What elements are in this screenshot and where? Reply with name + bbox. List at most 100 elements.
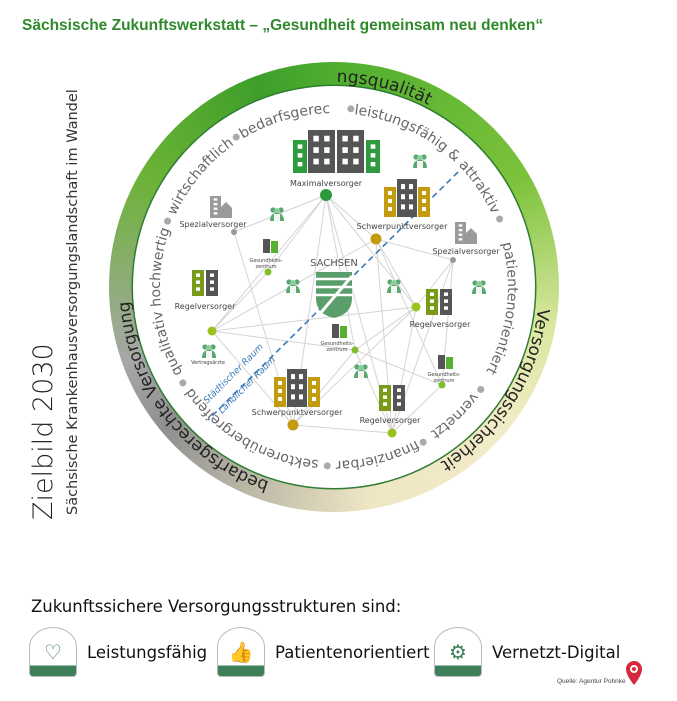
node-dot[interactable]: [411, 302, 421, 312]
node-regelversorger-south[interactable]: Regelversorger: [360, 385, 422, 425]
node-label: Gesundheits-zentrum: [249, 258, 282, 270]
agency-logo-icon: [626, 661, 642, 685]
connection-line: [211, 306, 417, 332]
ring-separator-dot: [164, 217, 172, 225]
hospital-building-icon: [426, 289, 452, 315]
doctors-group-icon: [286, 279, 300, 293]
hospital-building-icon: [384, 179, 430, 217]
connection-line: [375, 238, 417, 308]
outer-ring-label: Versorgungssicherheit: [437, 308, 553, 476]
doctors-group-icon: [270, 207, 284, 221]
connection-line: [267, 194, 327, 273]
urban-rural-divider: [207, 171, 459, 421]
connection-line: [211, 271, 269, 332]
feature-label: Vernetzt-Digital: [492, 642, 621, 662]
node-label: Regelversorger: [360, 416, 422, 425]
connection-line: [354, 349, 393, 434]
node-dot[interactable]: [264, 268, 272, 276]
lightbulb-gear-icon: ⚙: [434, 627, 482, 677]
heart-hand-icon: ♡: [29, 627, 77, 677]
feature-leistungsfaehig: ♡ Leistungsfähig: [29, 627, 207, 677]
feature-vernetzt-digital: ⚙ Vernetzt-Digital: [434, 627, 620, 677]
node-dot[interactable]: [320, 189, 332, 201]
hospital-building-icon: [274, 369, 320, 407]
inner-ring-label: finanzierbar: [335, 437, 422, 473]
source-note: Quelle: Agentur Pohnke: [557, 678, 626, 685]
node-schwerpunktversorger-north[interactable]: Schwerpunktversorger: [357, 179, 448, 231]
node-dot[interactable]: [450, 257, 456, 263]
connection-line: [325, 194, 377, 240]
node-gesundheitszentrum-west[interactable]: Gesundheits-zentrum: [249, 239, 283, 270]
outer-ring-label: Versorgungsqualität: [0, 0, 436, 110]
node-label: Spezialversorger: [432, 247, 500, 256]
contract-doctors-icon: [202, 344, 216, 358]
node-label: Vertragsärzte: [191, 360, 225, 366]
health-center-icon: [332, 324, 347, 338]
connection-line: [292, 424, 393, 434]
hospital-building-icon: [379, 385, 405, 411]
inner-ring-label: bedarfsgerecht: [0, 0, 331, 142]
node-label: Gesundheits-zentrum: [320, 341, 353, 353]
bottom-heading: Zukunftssichere Versorgungsstrukturen si…: [31, 597, 402, 616]
node-label: Regelversorger: [410, 320, 472, 329]
node-dot[interactable]: [387, 428, 397, 438]
health-center-icon: [263, 239, 278, 253]
node-label: Regelversorger: [175, 302, 237, 311]
node-dot[interactable]: [370, 233, 382, 245]
ring-separator-dot: [496, 215, 504, 223]
thumbs-up-badge-icon: 👍: [217, 627, 265, 677]
node-dot[interactable]: [438, 381, 446, 389]
connection-line: [325, 194, 417, 308]
node-regelversorger-east[interactable]: Regelversorger: [410, 289, 472, 329]
ring-separator-dot: [179, 379, 187, 387]
doctors-group-icon: [472, 280, 486, 294]
feature-label: Patientenorientiert: [275, 642, 430, 662]
node-label: Maximalversorger: [290, 179, 363, 188]
node-dot[interactable]: [231, 229, 237, 235]
specialist-building-icon: [455, 222, 477, 244]
connection-line: [391, 384, 443, 434]
specialist-building-icon: [210, 196, 232, 218]
connection-line: [375, 238, 454, 261]
node-regelversorger-west[interactable]: Regelversorger: [175, 270, 237, 311]
node-maximalversorger[interactable]: Maximalversorger: [290, 130, 380, 188]
ring-separator-dot: [347, 105, 355, 113]
node-vertragsaerzte[interactable]: Vertragsärzte: [191, 360, 225, 366]
sachsen-label: SACHSEN: [310, 258, 358, 269]
connection-line: [415, 259, 454, 308]
node-spezialversorger-west[interactable]: Spezialversorger: [179, 196, 247, 229]
hospital-building-icon: [192, 270, 218, 296]
ring-separator-dot: [419, 438, 427, 446]
doctors-group-icon: [387, 279, 401, 293]
ring-separator-dot: [323, 462, 331, 470]
connection-line: [211, 194, 327, 332]
connection-line: [354, 349, 443, 386]
feature-patientenorientiert: 👍 Patientenorientiert: [217, 627, 430, 677]
connection-line: [211, 330, 356, 351]
connection-line: [211, 330, 294, 426]
node-gesundheitszentrum-center[interactable]: Gesundheits-zentrum: [320, 324, 354, 353]
node-gesundheitszentrum-east[interactable]: Gesundheits-zentrum: [427, 355, 461, 384]
node-label: Schwerpunktversorger: [252, 408, 343, 417]
page-title: Sächsische Zukunftswerkstatt – „Gesundhe…: [22, 17, 544, 34]
node-label: Gesundheits-zentrum: [427, 372, 460, 384]
node-dot[interactable]: [287, 419, 299, 431]
connection-line: [354, 306, 417, 351]
node-spezialversorger-east[interactable]: Spezialversorger: [432, 222, 500, 256]
ring-separator-dot: [232, 133, 240, 141]
sachsen-coat-of-arms: SACHSEN: [310, 258, 358, 318]
node-dot[interactable]: [351, 346, 359, 354]
feature-label: Leistungsfähig: [87, 642, 208, 662]
node-dot[interactable]: [207, 326, 217, 336]
node-label: Spezialversorger: [179, 220, 247, 229]
inner-ring-label: patientenorientiert: [482, 240, 520, 377]
ring-separator-dot: [477, 385, 485, 393]
connection-line: [292, 349, 356, 426]
node-schwerpunktversorger-south[interactable]: Schwerpunktversorger: [252, 369, 343, 417]
health-center-icon: [438, 355, 453, 369]
doctors-group-icon: [413, 154, 427, 168]
doctors-group-icon: [354, 364, 368, 378]
node-label: Schwerpunktversorger: [357, 222, 448, 231]
